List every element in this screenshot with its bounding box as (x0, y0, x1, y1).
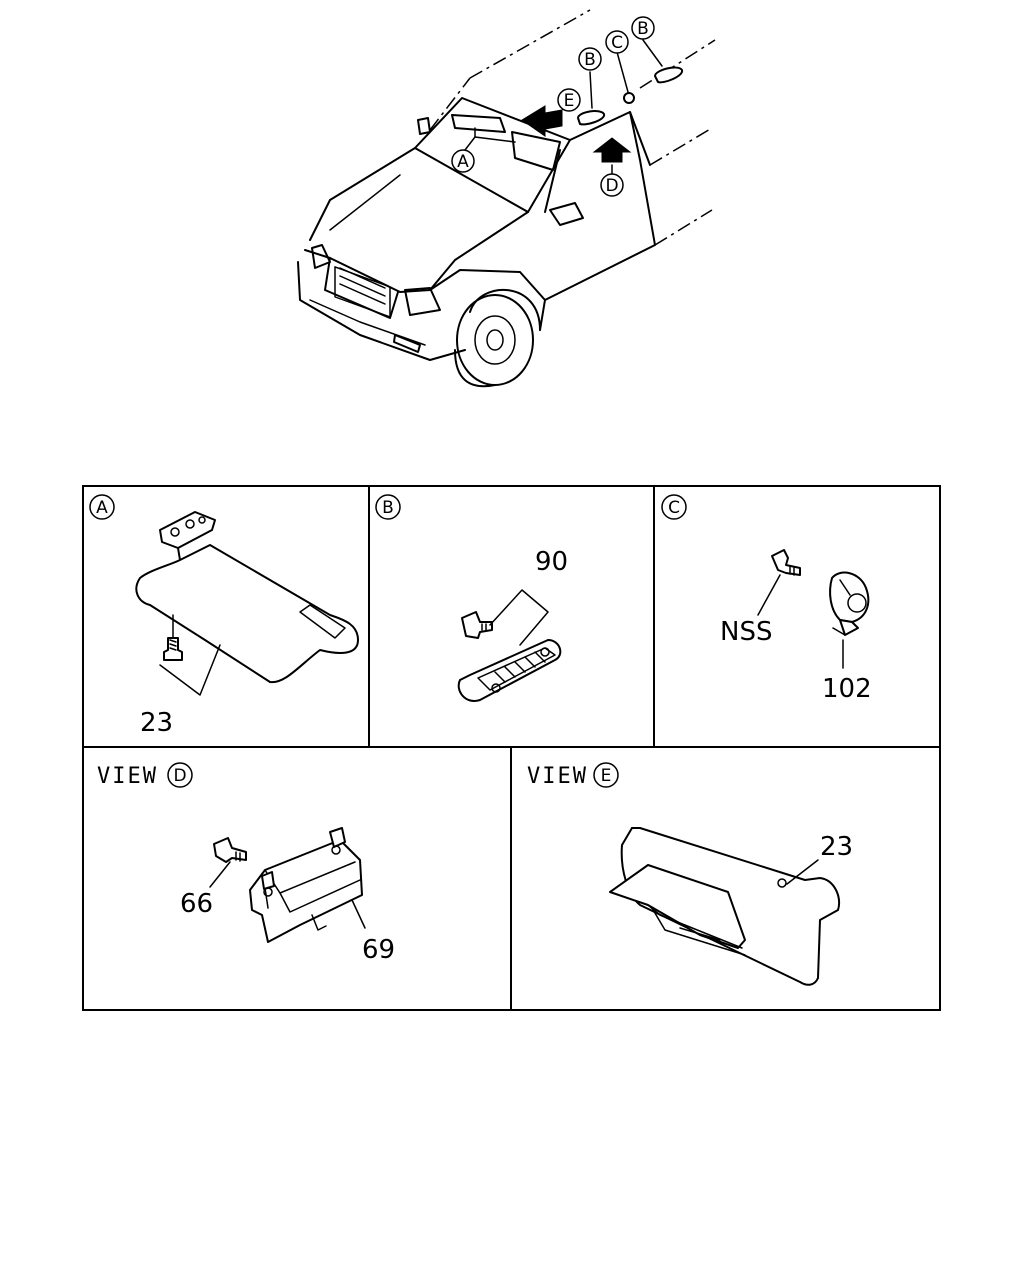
svg-text:A: A (96, 498, 108, 518)
part-number-66: 66 (180, 889, 213, 919)
svg-text:C: C (611, 33, 623, 53)
panel-c: C NSS 102 (661, 494, 872, 704)
part-number-23-a: 23 (140, 708, 173, 738)
part-number-23-e: 23 (820, 832, 853, 862)
svg-text:D: D (173, 766, 186, 786)
svg-text:B: B (382, 498, 394, 518)
bracket-drawing (209, 827, 366, 943)
panel-b: B 90 (375, 494, 568, 702)
sun-visor-drawing (135, 511, 359, 696)
svg-text:E: E (601, 766, 612, 786)
part-number-90: 90 (535, 547, 568, 577)
panel-b-marker: B (375, 494, 401, 520)
panel-e-view-label: VIEW (527, 764, 588, 789)
svg-text:D: D (605, 176, 618, 196)
panel-a: A 23 (89, 494, 359, 738)
panel-d-marker: D (167, 762, 193, 788)
callout-b-2: B (631, 16, 655, 40)
svg-text:B: B (584, 50, 596, 70)
panel-e-marker: E (593, 762, 619, 788)
part-number-nss: NSS (720, 617, 772, 647)
panel-grid (82, 485, 941, 1011)
callout-d: D (600, 173, 624, 197)
part-number-102: 102 (822, 674, 872, 704)
part-number-69: 69 (362, 935, 395, 965)
sun-visor-e-drawing (609, 827, 840, 986)
svg-text:B: B (637, 19, 649, 39)
panel-e: VIEW E 23 (527, 762, 853, 986)
svg-text:C: C (668, 498, 680, 518)
panel-d-view-label: VIEW (97, 764, 158, 789)
visor-hook-drawing (757, 549, 870, 669)
dome-lamp-drawing (457, 589, 562, 702)
callout-a: A (451, 149, 475, 173)
panel-a-marker: A (89, 494, 115, 520)
svg-text:A: A (457, 152, 469, 172)
panel-d: VIEW D 66 69 (97, 762, 395, 965)
vehicle-overview (297, 9, 716, 388)
callout-e: E (557, 88, 581, 112)
callout-c: C (605, 30, 629, 54)
panel-c-marker: C (661, 494, 687, 520)
callout-b-1: B (578, 47, 602, 71)
svg-text:E: E (564, 91, 575, 111)
